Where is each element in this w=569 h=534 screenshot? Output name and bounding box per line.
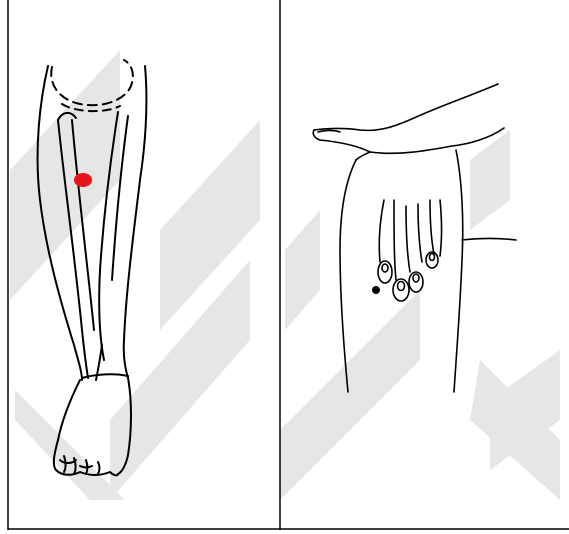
finger-line [394, 200, 396, 280]
leg-outline-right [124, 66, 147, 378]
toe-line [98, 462, 100, 474]
finger-line [406, 206, 410, 272]
watermark-stripe [280, 290, 420, 500]
other-limb-edge [462, 239, 516, 241]
thumb-top-edge [314, 84, 498, 130]
acupoint-black-dot [372, 286, 380, 294]
hand-back-edge [370, 128, 504, 153]
acupoint-red-dot [74, 173, 92, 187]
finger-line [379, 200, 384, 262]
leg-outline-right [454, 150, 463, 392]
watermark [10, 50, 560, 500]
fingernail [398, 282, 405, 291]
fingernail [430, 254, 435, 261]
thumb-nail [318, 131, 340, 133]
thumb-tip [313, 130, 370, 152]
watermark-stripe [285, 210, 320, 330]
leg-top-curve [356, 152, 370, 160]
finger-line [440, 200, 442, 256]
fingernail [382, 264, 388, 272]
watermark-stripe [15, 390, 125, 500]
watermark-stripe [470, 130, 510, 230]
fingernail [413, 274, 419, 282]
finger-line [418, 204, 422, 262]
finger-line [430, 200, 434, 254]
